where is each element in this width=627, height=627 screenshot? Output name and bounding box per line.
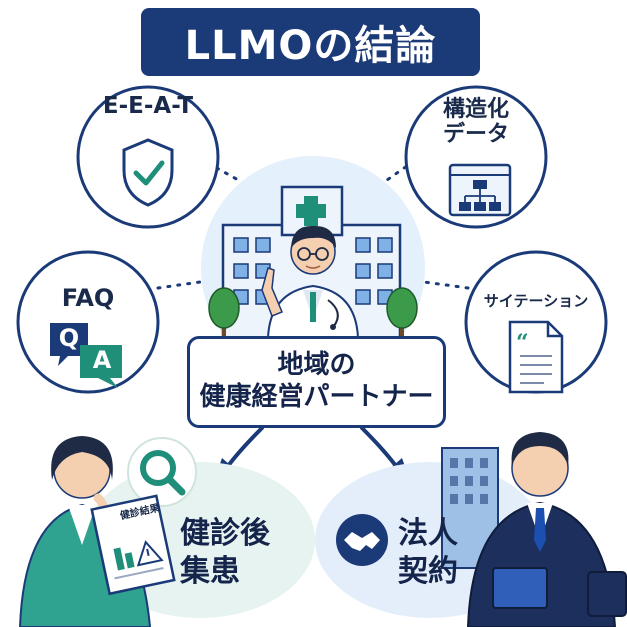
businessman-figure	[466, 432, 627, 627]
outcome-left-line1: 健診後	[180, 516, 270, 551]
handshake-icon	[336, 514, 388, 566]
doctor-figure	[261, 225, 360, 339]
outcome-left-line2: 集患	[180, 553, 240, 589]
page-title: LLMOの結論	[141, 8, 480, 76]
node-faq-circle	[16, 250, 160, 394]
shield-icon	[122, 138, 174, 207]
health-report-icon	[90, 494, 176, 596]
office-building-icon	[441, 447, 499, 569]
sitemap-icon	[448, 163, 512, 217]
structured-data-label: 構造化 データ	[426, 97, 526, 148]
qa-bubbles-icon	[50, 323, 122, 388]
center-label-line1: 地域の	[277, 350, 356, 381]
briefcase-icon	[587, 571, 627, 617]
eeat-label: E-E-A-T	[102, 93, 194, 119]
svg-text:“: “	[516, 330, 529, 356]
faq-a-label: A	[92, 346, 112, 374]
center-label-line2: 健康経営パートナー	[199, 382, 434, 412]
faq-label: FAQ	[61, 284, 115, 312]
connectors	[156, 159, 470, 290]
tree-right-icon	[386, 287, 418, 338]
magnifier-icon	[127, 437, 197, 507]
folder-icon	[492, 567, 548, 609]
center-label: 地域の 健康経営パートナー	[187, 336, 446, 428]
outcome-right-line2: 契約	[398, 553, 458, 589]
faq-q-label: Q	[58, 324, 80, 352]
structured-data-label-line1: 構造化	[442, 97, 509, 122]
citation-label: サイテーション	[483, 292, 589, 310]
outcome-right-line1: 法人	[398, 516, 458, 551]
tree-left-icon	[208, 287, 240, 338]
document-quote-icon: “	[508, 320, 564, 394]
outcome-right-label: 法人 契約	[398, 515, 458, 590]
structured-data-label-line2: データ	[442, 122, 509, 148]
outcome-left-label: 健診後 集患	[180, 515, 270, 590]
